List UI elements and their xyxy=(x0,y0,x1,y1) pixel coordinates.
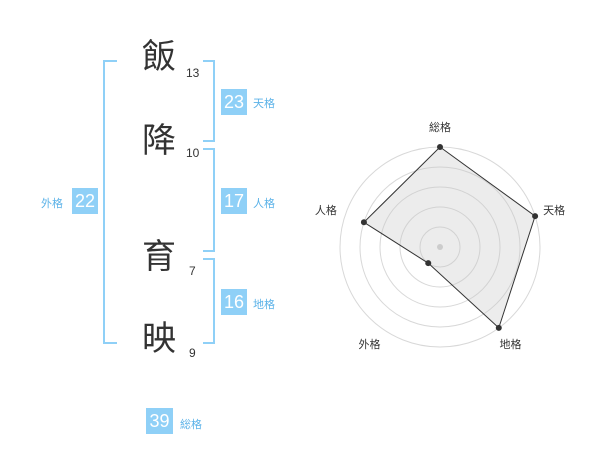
radar-point-3 xyxy=(495,324,502,331)
stroke-count-1: 13 xyxy=(186,66,200,80)
name-char-3: 育 xyxy=(142,237,176,277)
radar-axis-label-4: 外格 xyxy=(358,337,380,351)
tenkaku-bracket xyxy=(203,60,215,142)
jinkaku-value: 17 xyxy=(221,188,247,214)
name-char-2: 降 xyxy=(142,121,176,161)
radar-ring xyxy=(419,226,461,268)
jinkaku-bracket xyxy=(203,148,215,252)
stroke-count-2: 10 xyxy=(186,146,200,160)
radar-axis-label-1: 総格 xyxy=(429,120,451,134)
radar-point-5 xyxy=(360,219,367,226)
gaikaku-value: 22 xyxy=(72,188,98,214)
jinkaku-label: 人格 xyxy=(253,197,275,210)
radar-axis-label-2: 天格 xyxy=(543,203,565,217)
name-char-4: 映 xyxy=(142,319,176,359)
radar-point-2 xyxy=(532,213,539,220)
soukaku-value: 39 xyxy=(146,408,173,434)
radar-ring xyxy=(379,186,501,308)
radar-ring xyxy=(359,166,521,328)
radar-ring xyxy=(399,206,481,288)
radar-point-4 xyxy=(425,260,432,267)
chikaku-bracket xyxy=(203,258,215,344)
gaikaku-label: 外格 xyxy=(41,197,63,210)
tenkaku-label: 天格 xyxy=(253,97,275,110)
name-char-1: 飯 xyxy=(142,37,176,77)
tenkaku-value: 23 xyxy=(221,89,247,115)
radar-point-1 xyxy=(437,144,443,150)
radar-center-dot xyxy=(437,244,443,250)
radar-axis-label-5: 人格 xyxy=(315,203,337,217)
chikaku-label: 地格 xyxy=(253,298,275,311)
gaikaku-bracket xyxy=(103,60,117,344)
stroke-count-4: 9 xyxy=(189,346,196,360)
stroke-count-3: 7 xyxy=(189,264,196,278)
soukaku-label: 総格 xyxy=(180,418,202,431)
radar-series-polygon xyxy=(363,146,536,329)
radar-axis-label-3: 地格 xyxy=(500,337,522,351)
chikaku-value: 16 xyxy=(221,289,247,315)
